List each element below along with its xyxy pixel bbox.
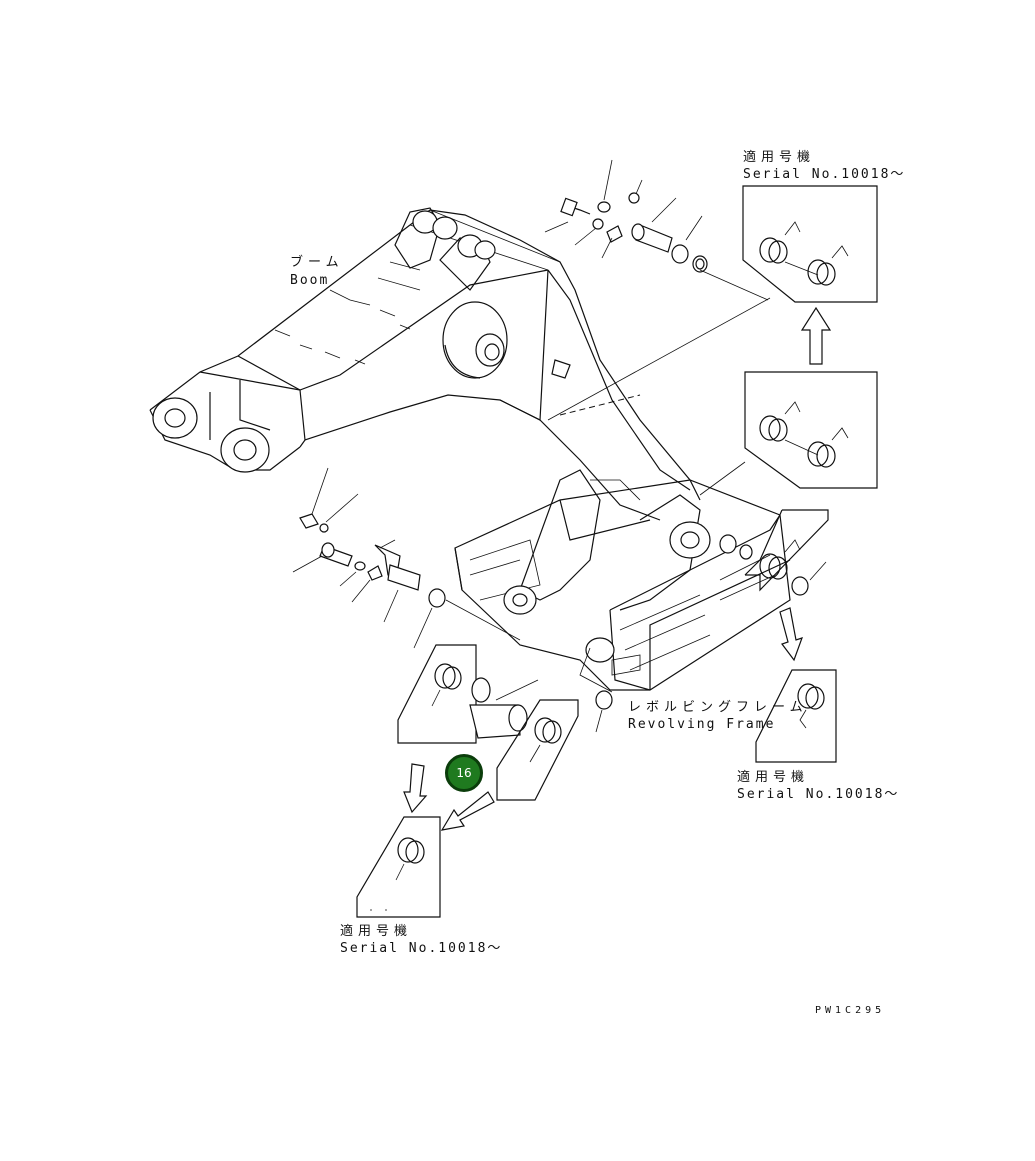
drawing-code: PW1C295 (815, 1005, 886, 1016)
down-arrow-left-icon (403, 763, 428, 814)
lower-pin-assembly (292, 467, 521, 649)
serial-label-en-bottom: Serial No.10018～ (340, 941, 503, 956)
frame-label-en: Revolving Frame (628, 717, 776, 732)
down-arrow-right-icon (779, 607, 803, 662)
detail-box-lower-left (397, 644, 477, 744)
serial-label-jp-top: 適用号機 (743, 150, 816, 165)
boom-label-jp: ブーム (290, 255, 344, 270)
serial-label-jp-right: 適用号機 (737, 770, 810, 785)
revolving-frame (454, 469, 791, 691)
boom (149, 207, 701, 521)
serial-label-en-right: Serial No.10018～ (737, 787, 900, 802)
frame-label-jp: レボルビングフレーム (628, 700, 808, 715)
detail-box-right (744, 509, 829, 592)
detail-box-top (742, 185, 878, 303)
serial-label-jp-bottom: 適用号機 (340, 924, 413, 939)
up-arrow-icon (800, 306, 832, 365)
detail-box-lower-middle (496, 699, 579, 801)
bushing-pair (469, 677, 539, 739)
right-bushings (579, 534, 827, 733)
callout-marker[interactable]: 16 (445, 754, 483, 792)
detail-box-bottom (356, 816, 441, 918)
diagonal-arrow-icon (440, 791, 495, 831)
boom-label-en: Boom (290, 273, 330, 288)
upper-pin-assembly (544, 159, 771, 421)
detail-box-lower-right (755, 669, 837, 763)
detail-box-middle (699, 371, 878, 496)
serial-label-en-top: Serial No.10018～ (743, 167, 906, 182)
